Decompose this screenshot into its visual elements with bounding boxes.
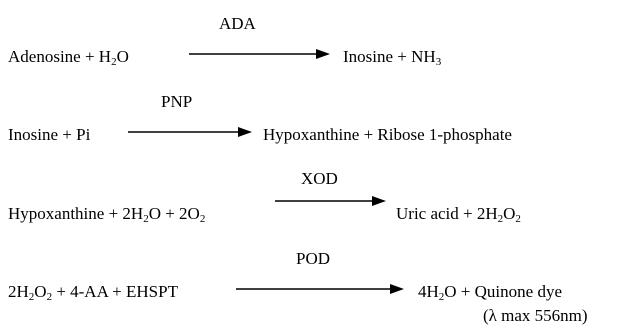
- reaction-1-reactants: Adenosine + H2O: [8, 47, 129, 68]
- reaction-2-products: Hypoxanthine + Ribose 1-phosphate: [263, 126, 512, 143]
- reaction-2-enzyme: PNP: [161, 92, 193, 111]
- reaction-3-products: Uric acid + 2H2O2: [396, 204, 521, 225]
- formula-text: 2H: [8, 282, 29, 301]
- subscript: 2: [143, 213, 149, 225]
- subscript: 3: [435, 56, 442, 68]
- reaction-4-reactants: 2H2O2 + 4-AA + EHSPT: [8, 282, 178, 303]
- formula-text: Inosine + NH: [343, 47, 436, 66]
- formula-text: Hypoxanthine + Ribose 1-phosphate: [263, 125, 512, 144]
- formula-text: O: [503, 204, 516, 223]
- formula-text: Inosine + Pi: [8, 125, 91, 144]
- subscript: 2: [199, 213, 206, 225]
- formula-text: 4H: [418, 282, 439, 301]
- subscript: 2: [497, 213, 504, 225]
- reaction-1-enzyme: ADA: [219, 14, 256, 33]
- formula-text: + 4-AA + EHSPT: [52, 282, 178, 301]
- formula-text: O: [34, 282, 47, 301]
- reaction-4-products: 4H2O + Quinone dye: [418, 282, 562, 303]
- formula-text: Adenosine + H: [8, 47, 112, 66]
- subscript: 2: [28, 291, 35, 303]
- subscript: 2: [111, 56, 117, 68]
- subscript: 2: [515, 213, 521, 225]
- formula-text: Hypoxanthine + 2H: [8, 204, 144, 223]
- reaction-3-enzyme: XOD: [301, 169, 338, 188]
- formula-text: O + Quinone dye: [444, 282, 562, 301]
- formula-text: Uric acid + 2H: [396, 204, 498, 223]
- subscript: 2: [46, 291, 53, 303]
- reaction-4-note: (λ max 556nm): [483, 306, 588, 325]
- reaction-4-enzyme: POD: [296, 249, 331, 268]
- subscript: 2: [438, 291, 445, 303]
- reaction-2-reactants: Inosine + Pi: [8, 126, 90, 143]
- reaction-3-reactants: Hypoxanthine + 2H2O + 2O2: [8, 204, 206, 225]
- reaction-1-products: Inosine + NH3: [343, 47, 442, 68]
- formula-text: O: [116, 47, 129, 66]
- formula-text: O + 2O: [148, 204, 200, 223]
